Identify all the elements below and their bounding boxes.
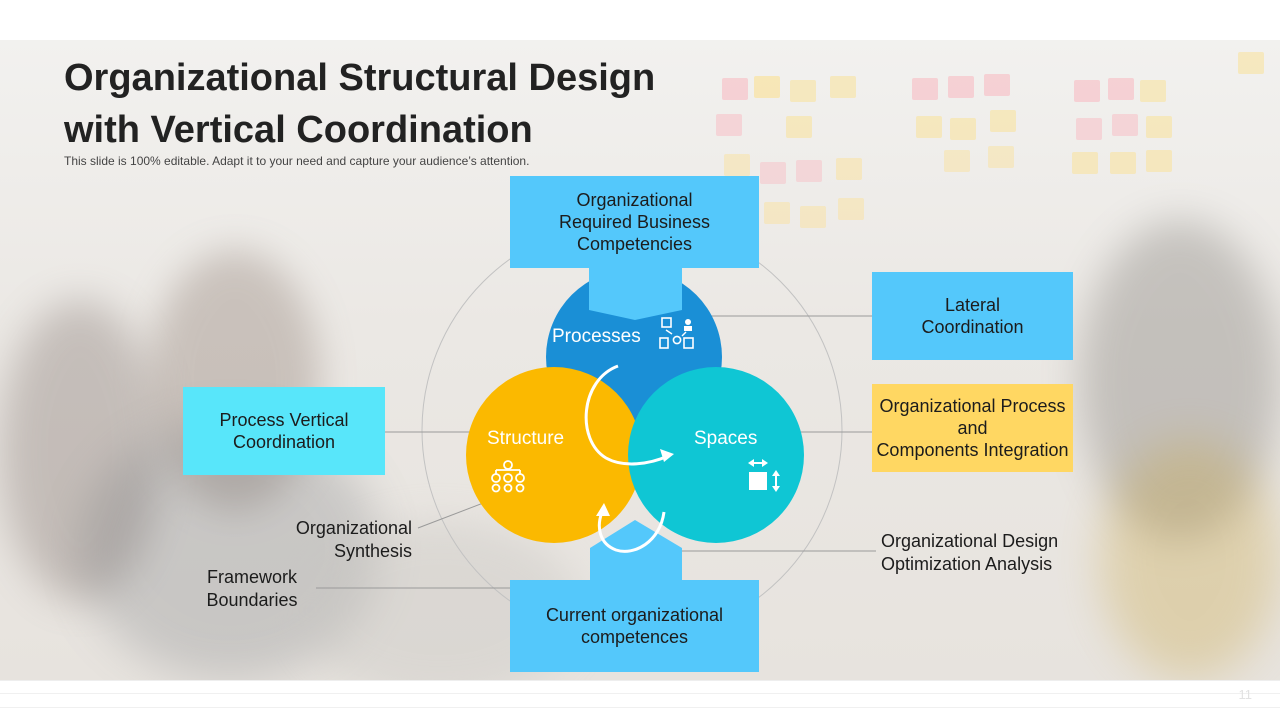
process-vertical-coordination-box: Process Vertical Coordination: [183, 387, 385, 475]
workflow-icon: [659, 317, 694, 349]
cycle-arrow-upper-head: [660, 449, 674, 462]
top-arrow-shape: [589, 266, 682, 320]
lateral-coordination-text: Lateral Coordination: [921, 295, 1024, 337]
structure-circle: [466, 367, 642, 543]
title-line-1: Organizational Structural Design: [64, 57, 656, 99]
current-competences-text: Current organizational competences: [545, 605, 724, 647]
cycle-arrow-lower: [597, 511, 666, 553]
process-integration-text: Organizational Process and Components In…: [876, 396, 1069, 460]
resize-icon: [748, 459, 780, 492]
org-chart-icon: [491, 460, 525, 493]
processes-label: Processes: [552, 326, 641, 347]
page-number: 11: [1238, 687, 1253, 702]
current-competences-box: Current organizational competences: [510, 580, 759, 672]
title-line-2: with Vertical Coordination: [64, 109, 533, 151]
required-competencies-box: Organizational Required Business Compete…: [510, 176, 759, 268]
spaces-label: Spaces: [694, 428, 758, 449]
slide-title: Organizational Structural Design with Ve…: [64, 52, 764, 156]
spaces-circle: [628, 367, 804, 543]
slide-subtitle: This slide is 100% editable. Adapt it to…: [64, 154, 530, 168]
structure-label: Structure: [487, 428, 565, 449]
organizational-synthesis-label: Organizational Synthesis: [295, 518, 412, 561]
cycle-arrow-upper: [584, 364, 669, 466]
footer-strip: [0, 680, 1280, 721]
lateral-coordination-box: Lateral Coordination: [872, 272, 1073, 360]
process-integration-box: Organizational Process and Components In…: [872, 384, 1073, 472]
framework-boundaries-label: Framework Boundaries: [206, 567, 298, 610]
optimization-analysis-label: Organizational Design Optimization Analy…: [881, 531, 1059, 574]
cycle-arrow-lower-head: [596, 503, 610, 516]
process-vertical-coordination-text: Process Vertical Coordination: [219, 410, 349, 452]
required-competencies-text: Organizational Required Business Compete…: [558, 190, 711, 254]
